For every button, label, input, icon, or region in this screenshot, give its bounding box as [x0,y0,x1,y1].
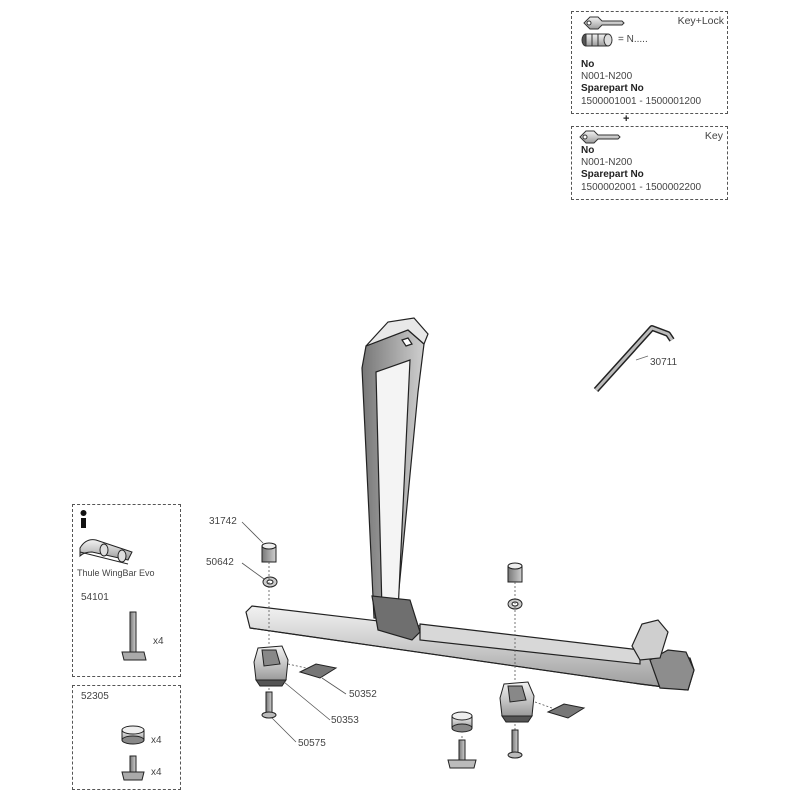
part-label-50352: 50352 [349,689,377,700]
sparepart-range: 1500002001 - 1500002200 [581,182,702,193]
quantity-label: x4 [151,767,162,778]
t-bolt-drawing [121,755,145,781]
upright-arm-drawing [361,317,429,641]
quantity-label: x4 [153,636,164,647]
key-icon [583,16,625,30]
nut-drawing [261,542,277,563]
leader-line [635,355,649,361]
part-label-50353: 50353 [331,715,359,726]
sparepart-heading: Sparepart No [581,169,644,180]
part-label-50575: 50575 [298,738,326,749]
part-label-50642: 50642 [206,557,234,568]
sparepart-heading: Sparepart No [581,83,644,94]
nut-drawing [507,562,523,583]
bolt-drawing [261,691,523,759]
no-heading: No [581,145,595,156]
key-box: Key No N001-N200 Sparepart No 1500002001… [571,126,728,200]
allen-key-drawing [593,325,675,393]
pad-drawing [298,663,586,719]
key-lock-title: Key+Lock [677,15,724,27]
spacer-drawing [121,725,145,745]
no-heading: No [581,59,595,70]
bike-rail-drawing [245,605,695,691]
info-icon [80,510,87,528]
adapter-kit-box: 52305 x4 x4 [72,685,181,790]
sparepart-range: 1500001001 - 1500001200 [581,96,702,107]
lock-number-label: = N..... [618,34,648,45]
key-lock-box: Key+Lock = N..... No N001-N200 Sparepart… [571,11,728,114]
washer-drawing [262,576,278,588]
clamp-drawing [499,681,535,723]
no-range: N001-N200 [581,157,633,168]
part-number-54101: 54101 [81,592,109,603]
wingbar-drawing [79,539,133,565]
clamp-drawing [253,645,289,687]
part-label-30711: 30711 [650,357,678,368]
key-title: Key [704,130,723,142]
leader-line [241,562,265,580]
part-number-52305: 52305 [81,691,109,702]
t-adapter-drawing [447,711,477,769]
part-label-31742: 31742 [209,516,237,527]
quantity-label: x4 [151,735,162,746]
key-icon [579,130,621,144]
lock-cylinder-icon [581,33,613,47]
leader-line [241,521,264,544]
wingbar-caption: Thule WingBar Evo [77,568,155,578]
t-bolt-drawing [121,611,147,661]
wingbar-info-box: Thule WingBar Evo 54101 x4 [72,504,181,677]
plus-sign: + [623,113,630,125]
leader-lines [271,677,347,743]
no-range: N001-N200 [581,71,633,82]
